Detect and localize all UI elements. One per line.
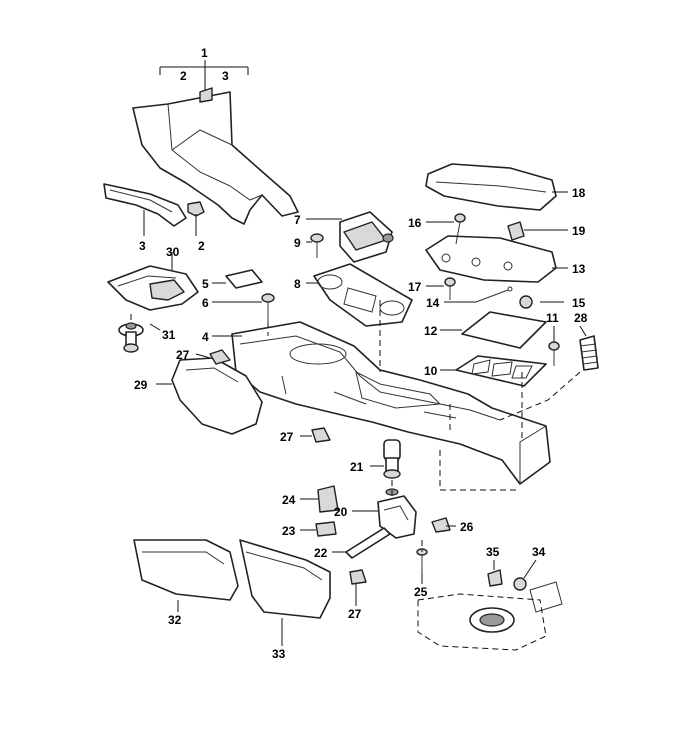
- knob-31: [118, 322, 144, 353]
- main-console-4: [231, 321, 551, 485]
- callout-32: 32: [168, 613, 182, 627]
- screw-9: [310, 233, 324, 258]
- clip-15: [519, 295, 533, 309]
- small-cover-5: [225, 269, 263, 289]
- side-trim-strip: [103, 183, 187, 227]
- callout-2: 2: [198, 239, 205, 253]
- link-22: [345, 527, 391, 559]
- callout-1: 1: [201, 46, 208, 60]
- clip-2: [187, 201, 205, 217]
- lower-mechanism: [417, 581, 563, 651]
- key-lock-21: [383, 439, 401, 496]
- callout-28: 28: [574, 311, 588, 325]
- callout-35: 35: [486, 545, 500, 559]
- callout-labels: 1 2 3 3 2 30 31 5 6 4 7 9 8 16 17 14 15 …: [134, 46, 588, 661]
- callout-20: 20: [334, 505, 348, 519]
- pin-16: [454, 213, 466, 245]
- front-tunnel-cover: [132, 87, 299, 225]
- callout-25: 25: [414, 585, 428, 599]
- callout-11: 11: [546, 311, 559, 325]
- callout-27-mid: 27: [280, 430, 294, 444]
- callout-5: 5: [202, 277, 209, 291]
- group-bracket-1: [159, 60, 249, 92]
- bellows-28: [579, 335, 599, 371]
- callout-15: 15: [572, 296, 586, 310]
- callout-3: 3: [139, 239, 146, 253]
- callout-33: 33: [272, 647, 286, 661]
- screw-6: [261, 293, 275, 322]
- callout-4: 4: [202, 330, 209, 344]
- callout-7: 7: [294, 213, 301, 227]
- callout-26: 26: [460, 520, 474, 534]
- callout-24: 24: [282, 493, 296, 507]
- callout-9: 9: [294, 236, 301, 250]
- cupholder-tray-8: [313, 263, 413, 327]
- clip-19: [507, 221, 525, 241]
- bracket-24: [317, 485, 339, 513]
- lower-panel-32: [133, 539, 239, 601]
- callout-31: 31: [162, 328, 176, 342]
- clip-27-lower: [349, 569, 367, 585]
- callout-6: 6: [202, 296, 209, 310]
- callout-27-lower: 27: [348, 607, 362, 621]
- tray-insert-10: [455, 355, 547, 387]
- screw-17: [444, 277, 456, 300]
- callout-21: 21: [350, 460, 364, 474]
- callout-2-top: 2: [180, 69, 187, 83]
- side-panel-29: [171, 357, 263, 435]
- assembly-lines: [130, 300, 581, 552]
- rod-14: [475, 286, 513, 303]
- callout-12: 12: [424, 324, 438, 338]
- shift-plate: [107, 265, 199, 311]
- screw-25: [416, 548, 428, 574]
- callout-18: 18: [572, 186, 586, 200]
- callout-30: 30: [166, 245, 180, 259]
- callout-17: 17: [408, 280, 422, 294]
- callout-10: 10: [424, 364, 438, 378]
- armrest-base-13: [425, 235, 557, 283]
- clip-23: [315, 521, 337, 537]
- callout-13: 13: [572, 262, 586, 276]
- clip-26: [431, 517, 451, 533]
- callout-27-upper: 27: [176, 348, 190, 362]
- bolt-35: [487, 569, 503, 587]
- screw-11: [548, 341, 560, 366]
- callout-16: 16: [408, 216, 422, 230]
- callout-8: 8: [294, 277, 301, 291]
- clip-27-upper: [209, 349, 231, 365]
- callout-14: 14: [426, 296, 440, 310]
- pad-12: [461, 311, 547, 349]
- lock-mechanism-20: [377, 495, 417, 539]
- ashtray-insert-7: [339, 211, 394, 263]
- armrest-lid-18: [425, 163, 557, 211]
- callout-3-top: 3: [222, 69, 229, 83]
- callout-29: 29: [134, 378, 148, 392]
- lower-panel-33: [239, 539, 331, 619]
- leader-lines: [143, 191, 587, 646]
- callout-23: 23: [282, 524, 296, 538]
- fastener-34: [513, 577, 527, 591]
- callout-22: 22: [314, 546, 328, 560]
- callout-19: 19: [572, 224, 586, 238]
- clip-27-mid: [311, 427, 331, 443]
- callout-34: 34: [532, 545, 546, 559]
